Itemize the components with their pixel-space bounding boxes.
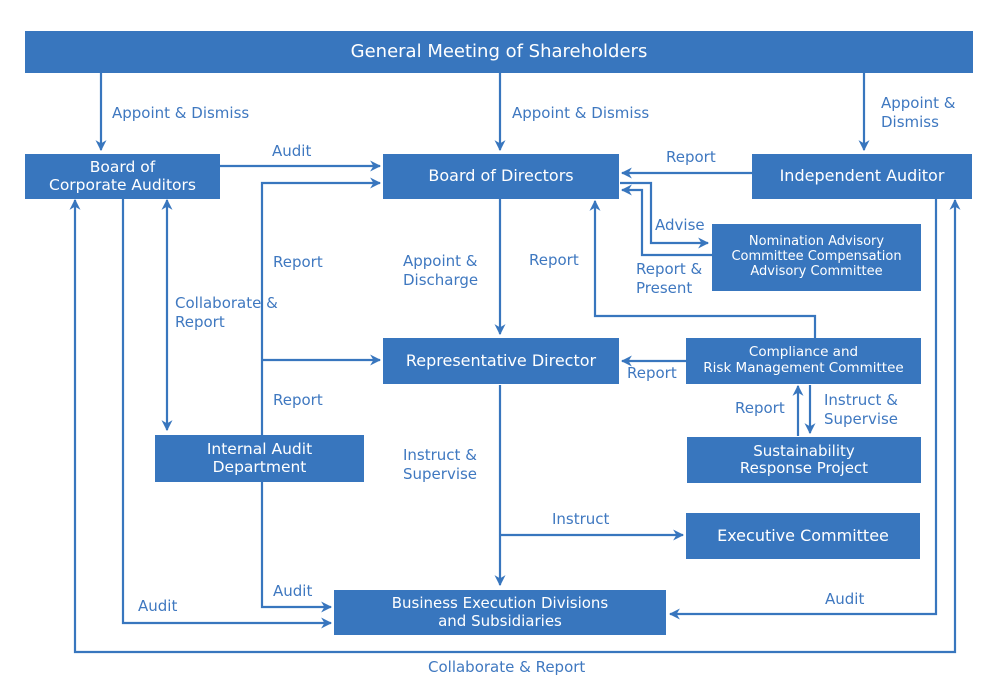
label-instruct-exec: Instruct (552, 510, 610, 528)
label-appoint-dismiss-directors: Appoint & Dismiss (512, 104, 650, 122)
label-report-compliance-to-board: Report (529, 251, 579, 269)
arrow-independent-audit-business (668, 195, 938, 620)
corporate-auditors-box: Board of Corporate Auditors (25, 154, 220, 199)
arrow-collab-to-independent (500, 198, 961, 654)
executive-committee-box: Executive Committee (686, 513, 920, 559)
internal-audit-department-box: Internal Audit Department (155, 435, 364, 482)
label-appoint-discharge: Appoint & Discharge (403, 252, 479, 289)
label-report-internal-to-board: Report (273, 253, 323, 271)
shareholders-box: General Meeting of Shareholders (25, 31, 973, 73)
independent-auditor-box: Independent Auditor (752, 154, 972, 199)
label-appoint-dismiss-independent: Appoint & Dismiss (881, 94, 956, 131)
label-audit-auditors-to-board: Audit (272, 142, 312, 160)
label-instruct-supervise-compliance: Instruct & Supervise (824, 391, 899, 428)
label-report-sustainability: Report (735, 399, 785, 417)
label-report-independent-to-board: Report (666, 148, 716, 166)
arrow-nomination-report-board (620, 184, 712, 257)
label-collaborate-report-bottom: Collaborate & Report (428, 658, 586, 676)
label-audit-auditors: Audit (138, 597, 178, 615)
arrow-compliance-report-board (589, 199, 817, 338)
label-appoint-dismiss-auditors: Appoint & Dismiss (112, 104, 250, 122)
board-of-directors-box: Board of Directors (383, 154, 619, 199)
arrow-advise-nomination (620, 181, 710, 249)
nomination-compensation-committee-box: Nomination Advisory Committee Compensati… (712, 224, 921, 291)
business-divisions-box: Business Execution Divisions and Subsidi… (334, 590, 666, 635)
label-report-present: Report & Present (636, 260, 703, 297)
compliance-risk-committee-box: Compliance and Risk Management Committee (686, 338, 921, 384)
label-report-compliance-to-rep: Report (627, 364, 677, 382)
label-instruct-supervise-rep: Instruct & Supervise (403, 446, 478, 483)
representative-director-box: Representative Director (383, 338, 619, 384)
arrow-collab-to-auditors (69, 198, 500, 654)
label-audit-internal: Audit (273, 582, 313, 600)
arrow-internal-report-board (260, 177, 382, 437)
label-report-internal-to-rep: Report (273, 391, 323, 409)
sustainability-project-box: Sustainability Response Project (687, 437, 921, 483)
label-audit-independent: Audit (825, 590, 865, 608)
label-collaborate-report-left: Collaborate & Report (175, 294, 278, 331)
arrow-auditors-audit-business (121, 197, 333, 629)
arrow-internal-audit-business (260, 481, 333, 613)
label-advise: Advise (655, 216, 705, 234)
